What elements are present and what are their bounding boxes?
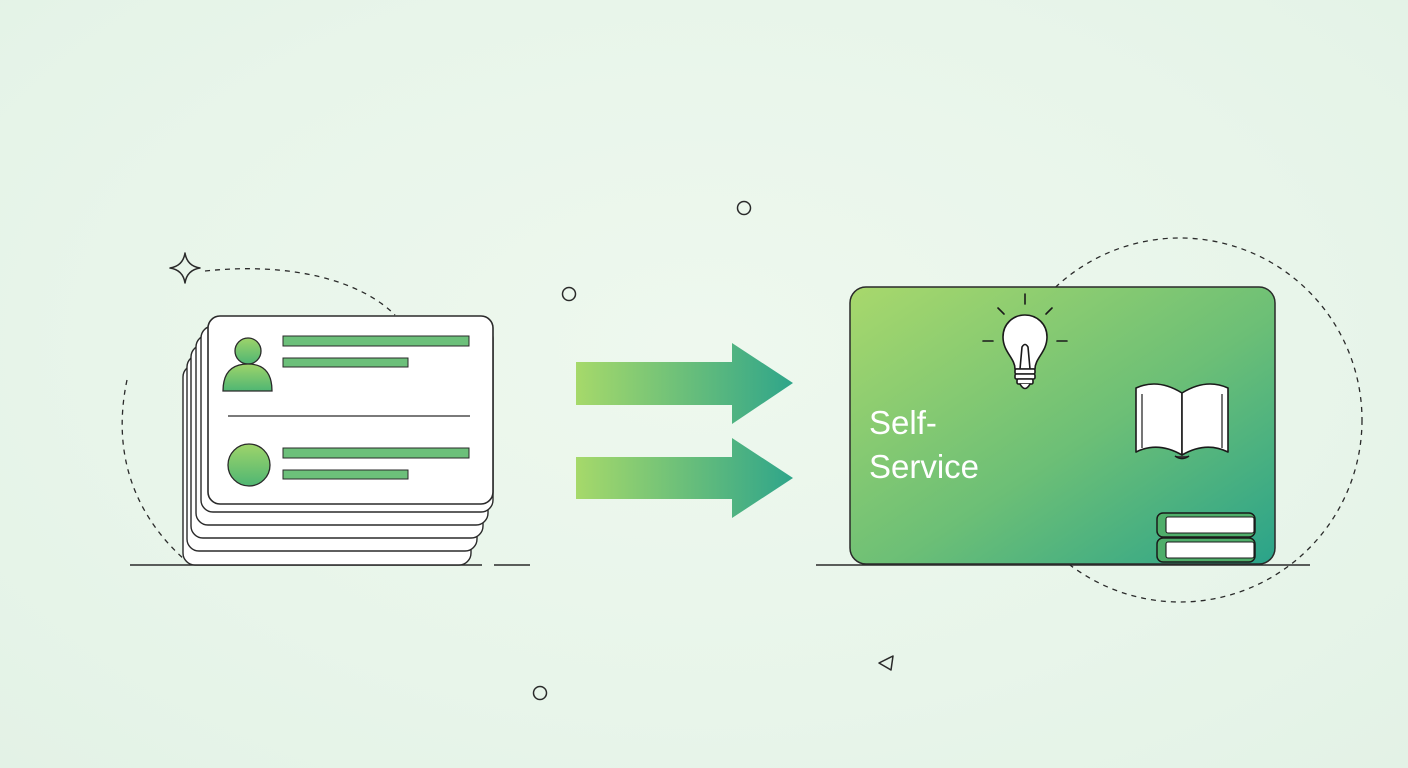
- deco-circle-bottom: [532, 685, 548, 701]
- deco-circle-top: [736, 200, 752, 216]
- triangle-icon: [878, 655, 894, 671]
- sparkle-icon: [169, 252, 201, 284]
- stacked-books-icon: [1156, 512, 1256, 563]
- self-service-panel: Self- Service: [849, 286, 1276, 565]
- ticket-line-short: [282, 469, 409, 480]
- left-dashed-arc: [121, 268, 396, 561]
- ticket-stack-icon: [182, 315, 494, 566]
- ticket-line-long: [282, 447, 470, 459]
- ticket-line-long: [282, 335, 470, 347]
- panel-title-line1: Self-: [869, 404, 937, 441]
- right-arrow-icon: [576, 343, 793, 424]
- open-book-icon: [1135, 383, 1229, 460]
- lightbulb-icon: [982, 293, 1068, 390]
- panel-title-line2: Service: [869, 448, 979, 485]
- ticket-line-short: [282, 357, 409, 368]
- deco-circle-left: [561, 286, 577, 302]
- circle-avatar-icon: [227, 443, 271, 487]
- right-arrow-icon: [576, 438, 793, 518]
- person-silhouette-icon: [222, 337, 273, 392]
